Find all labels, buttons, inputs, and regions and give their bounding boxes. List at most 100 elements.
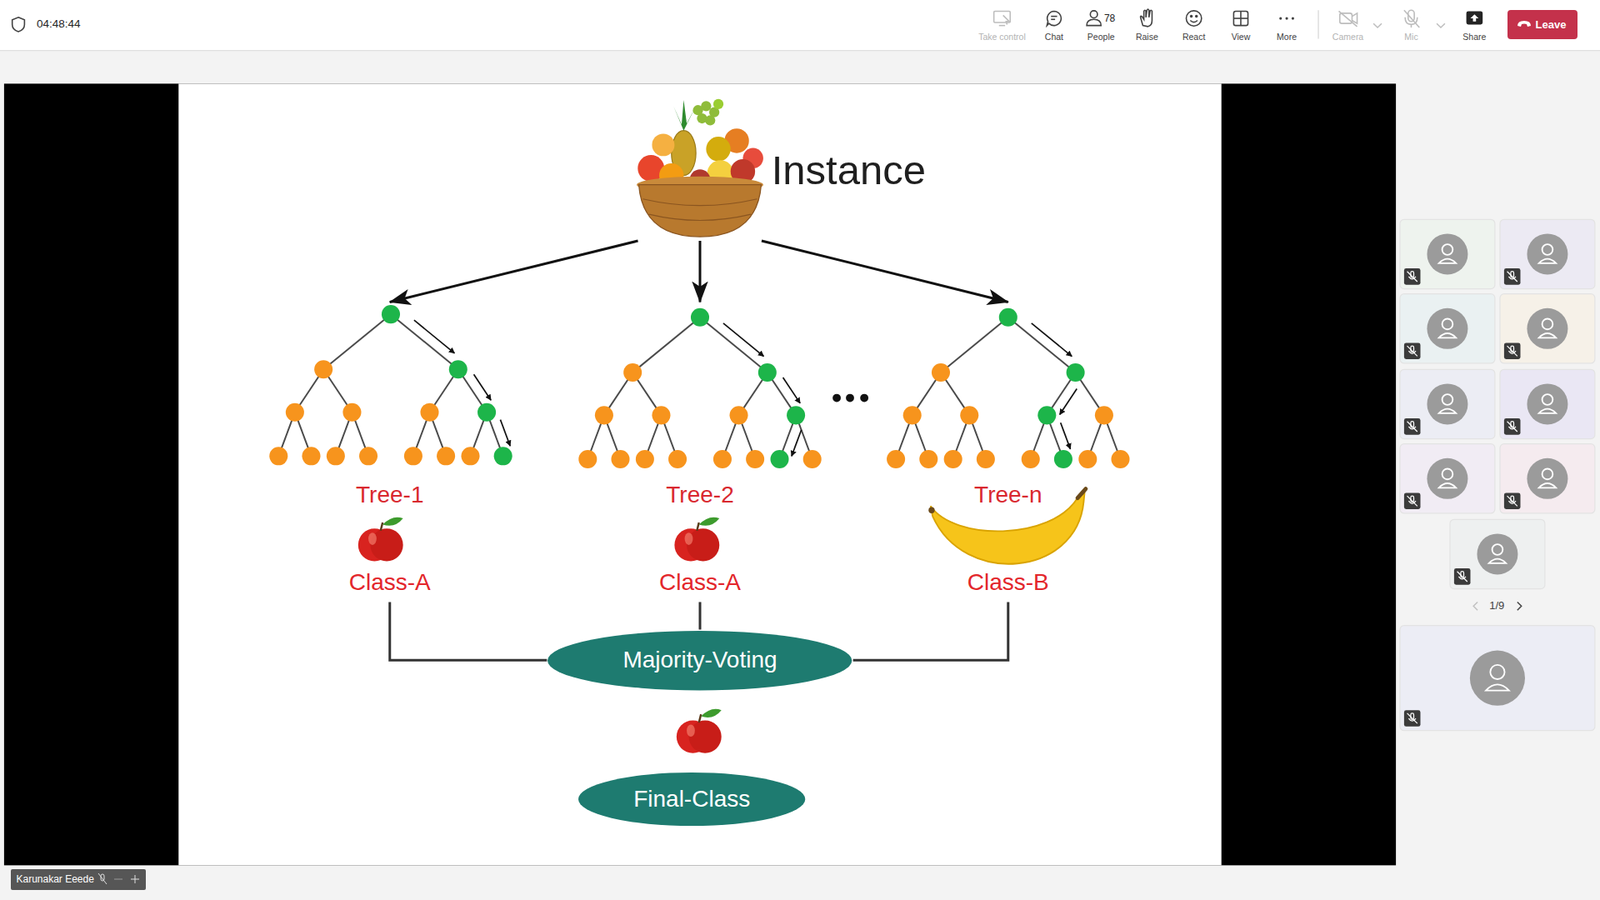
toolbar-label: Take control [978,31,1026,43]
tree-node [359,446,378,465]
path-arrow [414,320,455,354]
tree-branch [700,317,768,373]
apple-highlight [686,724,695,737]
share-icon [1466,10,1484,25]
mute-slash [1507,495,1518,506]
tree-node [342,403,361,422]
apple-body [686,528,720,561]
ellipsis-dots [832,394,869,403]
mute-badge [1504,418,1521,435]
toolbar-label: View [1231,31,1251,43]
tag-icons [97,872,143,886]
view-icon [1233,10,1248,25]
tree-node [960,405,979,425]
expand-icon [134,875,135,884]
tile-ground [1400,219,1495,289]
avatar-body [1439,259,1457,264]
mute-badge [1504,268,1521,285]
top-bar-border [0,50,1600,51]
mic-off-slash [98,873,107,885]
participant-tile [1500,369,1595,439]
dropdown-chevron [1436,23,1445,28]
participant-tile [1400,369,1495,439]
vote-connector [853,601,1009,660]
mute-badge [1504,342,1521,360]
toolbar-label: Share [1462,31,1486,43]
tree-node [595,405,614,425]
vote-connector [699,601,702,630]
tree-node-active [758,363,777,382]
avatar [1526,383,1568,425]
apple-leaf [382,517,403,526]
slide [178,83,1221,865]
tree-node [420,403,439,422]
mute-slash [1407,345,1418,356]
avatar-body [1485,684,1510,690]
tree-node [976,450,995,469]
tile-ground [1500,444,1595,514]
avatar-head [1542,319,1554,330]
chat-icon [1046,10,1061,25]
tree-branch [390,314,459,370]
tree-node [803,450,822,469]
tree-node-active [690,308,710,327]
tile-ground [1500,294,1595,364]
avatar-body [1539,483,1557,488]
tree-label: Tree-2 [565,480,835,510]
avatar-head [1492,544,1504,555]
node-label: Karunakar Eeede [15,873,94,885]
hangup-icon [1516,20,1532,29]
avatar [1470,650,1525,706]
path-arrow [500,420,510,447]
avatar [1526,458,1568,500]
screen-share-frame [4,83,1396,865]
tree-branch [1008,317,1076,373]
class-label: Class-A [255,568,525,597]
toolbar-label: Camera [1332,31,1364,43]
tree-node-active [1066,363,1085,382]
pager-next [1517,601,1522,610]
tree-node [886,450,905,469]
participant-tile [1500,294,1595,364]
mute-badge [1404,418,1421,435]
tree-node [931,363,950,382]
path-arrow [1031,323,1072,357]
node-label: Leave [1535,18,1567,31]
tree-node [314,360,333,379]
apple-body [689,720,722,753]
tree-node-active [449,360,468,379]
mute-slash [1407,495,1418,506]
participant-tile [1500,444,1595,514]
pager-prev [1473,601,1478,610]
tree-node-active [786,405,805,425]
avatar [1476,533,1518,575]
mute-slash [1407,713,1418,724]
tree-node [730,405,749,425]
participant-tile [1400,444,1495,514]
tile-ground [1400,444,1495,514]
tree-node: Tree-1Class-A [255,301,525,602]
tile-ground [1400,294,1495,364]
tree-node [944,450,963,469]
toolbar-label: React [1182,31,1205,43]
decision-tree [269,305,512,465]
tree-branch [323,314,391,370]
mute-slash [1507,345,1518,356]
tree-label: Tree-1 [255,480,525,510]
result-ellipse: Final-Class [577,771,806,827]
flow-arrow [698,240,701,302]
tree-node [436,446,455,465]
tree-node [301,446,320,465]
avatar-body [1539,409,1557,414]
apple-highlight [685,532,694,545]
participant-tile [1450,519,1545,589]
mute-slash [1507,271,1518,282]
avatar [1526,233,1568,275]
tree-node [1095,405,1114,425]
toolbar-label: People [1087,31,1115,43]
tree-node: Tree-nClass-B [873,301,1143,602]
mic-off-icon [1404,10,1420,28]
tree-node [635,450,655,469]
apple-body [370,528,403,561]
